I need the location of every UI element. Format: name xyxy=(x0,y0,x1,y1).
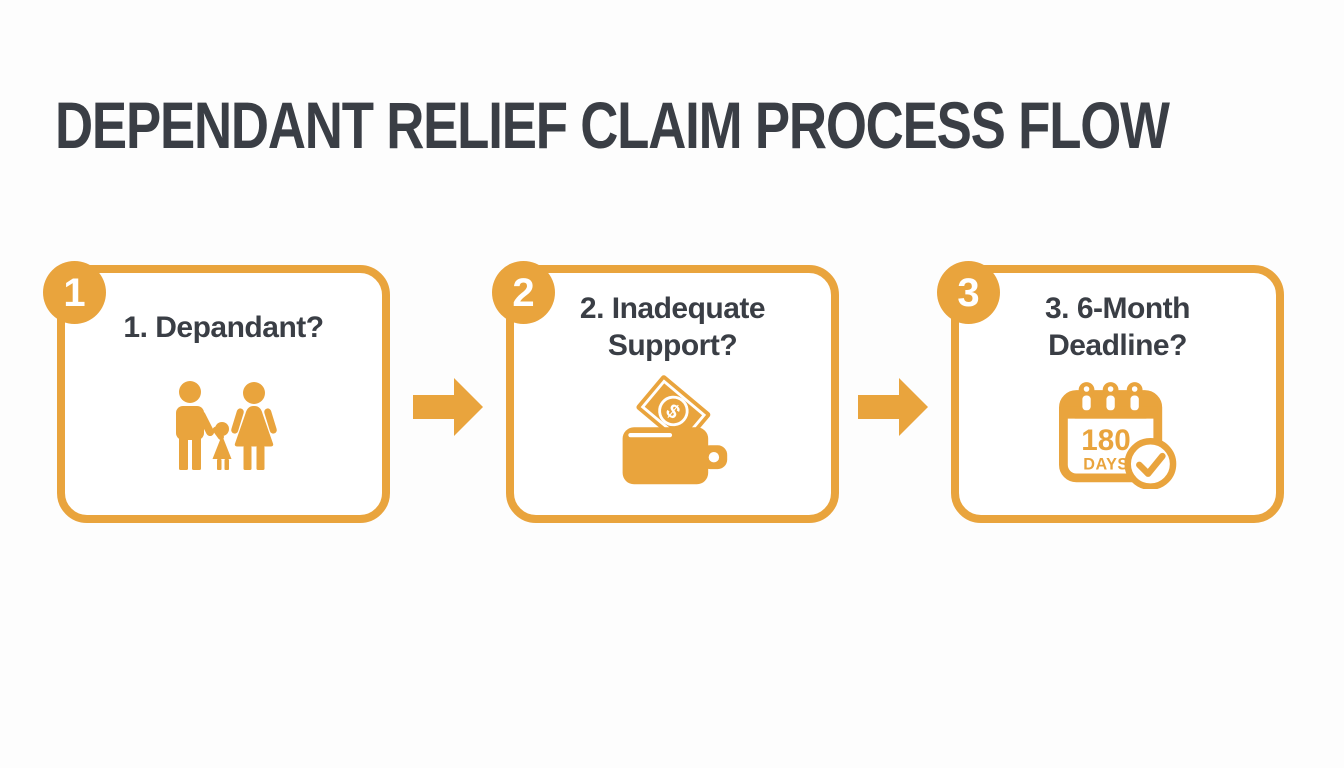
step-1-title-line1: 1. Depandant? xyxy=(123,310,324,344)
step-2-title: 2. Inadequate Support? xyxy=(514,289,831,365)
page-title: DEPENDANT RELIEF CLAIM PROCESS FLOW xyxy=(55,88,1170,162)
family-icon xyxy=(175,380,277,470)
checkmark-circle xyxy=(1123,437,1176,489)
step-3-title-line1: 3. 6-Month xyxy=(1045,292,1191,325)
step-box-deadline: 3 3. 6-Month Deadline? 180 DAYS xyxy=(937,261,1284,523)
calendar-days-value: 180 xyxy=(1081,424,1130,457)
step-3-title: 3. 6-Month Deadline? xyxy=(959,289,1276,365)
calendar-deadline-icon: 180 DAYS xyxy=(1058,381,1176,489)
step-2-title-line1: 2. Inadequate xyxy=(579,292,766,325)
step-2-number-badge: 2 xyxy=(492,261,555,324)
step-3-number-badge: 3 xyxy=(937,261,1000,324)
arrow-right-icon xyxy=(413,378,483,436)
step-1-icon-area xyxy=(65,365,382,515)
wallet-money-icon: $ xyxy=(622,375,727,485)
step-3-title-line2: Deadline? xyxy=(1048,329,1187,362)
step-box-dependant: 1 1. Depandant? xyxy=(43,261,390,523)
step-2-title-line2: Support? xyxy=(607,329,738,362)
step-1-number-badge: 1 xyxy=(43,261,106,324)
step-3-icon-area: 180 DAYS xyxy=(959,365,1276,515)
calendar-days-unit: DAYS xyxy=(1083,455,1128,473)
step-2-icon-area: $ xyxy=(514,365,831,515)
checkmark-icon xyxy=(1135,452,1166,477)
step-box-inadequate-support: 2 2. Inadequate Support? $ xyxy=(492,261,839,523)
arrow-right-icon xyxy=(858,378,928,436)
step-1-title: 1. Depandant? xyxy=(65,289,382,365)
